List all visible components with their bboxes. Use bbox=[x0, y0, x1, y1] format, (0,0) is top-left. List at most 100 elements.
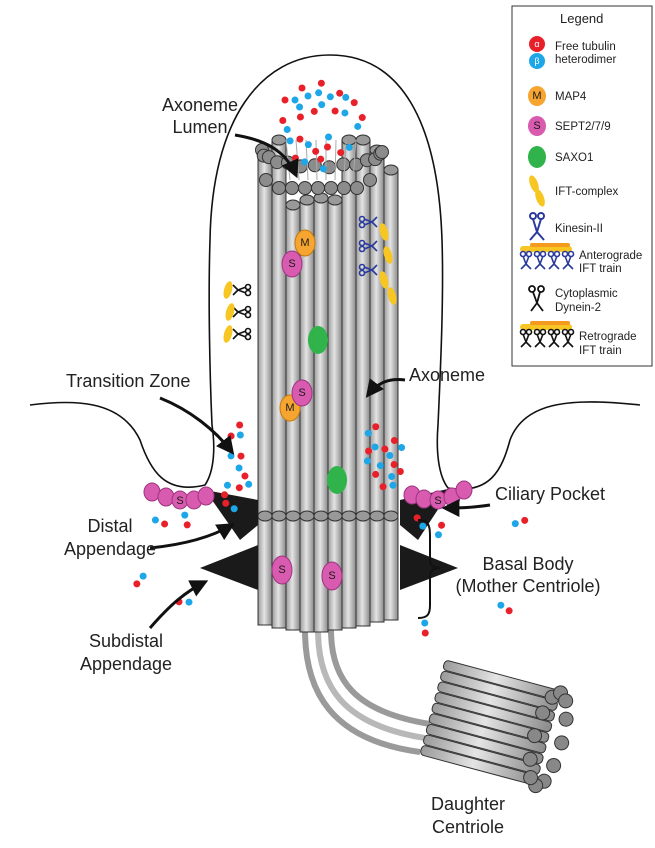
microtubule-end bbox=[300, 195, 314, 205]
alpha-tubulin bbox=[298, 85, 305, 92]
beta-tubulin bbox=[419, 523, 426, 530]
microtubule-end bbox=[384, 165, 398, 175]
legend-ift-complex: IFT-complex bbox=[555, 186, 619, 198]
beta-tubulin bbox=[301, 158, 308, 165]
saxo1-legend-icon bbox=[528, 146, 546, 168]
pocket-septin bbox=[158, 488, 174, 506]
motor-stalk bbox=[233, 307, 246, 317]
beta-tubulin bbox=[389, 482, 396, 489]
basal-body-tube-end bbox=[314, 511, 328, 521]
ift-particle bbox=[222, 324, 234, 343]
beta-tubulin bbox=[386, 452, 393, 459]
alpha-tubulin bbox=[236, 422, 243, 429]
alpha-tubulin bbox=[506, 607, 513, 614]
sept-legend-glyph: S bbox=[533, 120, 540, 132]
legend: Legend α β Free tubulin heterodimer M MA… bbox=[512, 6, 652, 366]
microtubule-end bbox=[356, 135, 370, 145]
beta-tubulin bbox=[497, 602, 504, 609]
axoneme-label: Axoneme bbox=[409, 365, 485, 385]
axoneme-top-doublet bbox=[312, 182, 325, 195]
alpha-tubulin bbox=[222, 500, 229, 507]
legend-anterograde: IFT train bbox=[579, 263, 622, 275]
beta-tubulin bbox=[327, 93, 334, 100]
beta-tubulin bbox=[185, 599, 192, 606]
beta-tubulin bbox=[372, 443, 379, 450]
distal-appendage-label: Distal bbox=[87, 516, 132, 536]
beta-tubulin bbox=[354, 123, 361, 130]
legend-title: Legend bbox=[560, 11, 603, 26]
ift-particle bbox=[224, 302, 236, 321]
pocket-septin-glyph: S bbox=[176, 495, 183, 507]
daughter-end bbox=[557, 711, 574, 728]
beta-tubulin bbox=[236, 464, 243, 471]
alpha-tubulin bbox=[133, 580, 140, 587]
basal-body-tube-end bbox=[258, 511, 272, 521]
beta-tubulin bbox=[292, 97, 299, 104]
beta-tubulin bbox=[140, 573, 147, 580]
subdistal-appendage-label: Appendage bbox=[80, 654, 172, 674]
legend-anterograde: Anterograde bbox=[579, 250, 642, 262]
beta-tubulin bbox=[231, 505, 238, 512]
motor-head bbox=[246, 285, 251, 290]
microtubule-end bbox=[272, 135, 286, 145]
microtubule-doublet bbox=[356, 140, 370, 626]
beta-tubulin bbox=[305, 92, 312, 99]
axoneme-top-doublet bbox=[337, 158, 350, 171]
basal-body-label: Basal Body bbox=[482, 554, 573, 574]
beta-tubulin bbox=[224, 482, 231, 489]
beta-tubulin bbox=[435, 531, 442, 538]
axoneme-lumen-label: Lumen bbox=[172, 117, 227, 137]
pocket-septin-glyph: S bbox=[434, 495, 441, 507]
alpha-tubulin bbox=[312, 148, 319, 155]
axoneme-top-doublet bbox=[364, 174, 377, 187]
legend-free-tubulin: Free tubulin bbox=[555, 41, 616, 53]
axoneme-top-doublet bbox=[351, 182, 364, 195]
pocket-septin bbox=[198, 487, 214, 505]
motor-head bbox=[246, 335, 251, 340]
alpha-tubulin bbox=[296, 136, 303, 143]
alpha-tubulin bbox=[311, 108, 318, 115]
alpha-tubulin bbox=[438, 522, 445, 529]
beta-tubulin bbox=[512, 520, 519, 527]
basal-body-tube-end bbox=[286, 511, 300, 521]
beta-tubulin bbox=[318, 101, 325, 108]
daughter-centriole-label: Centriole bbox=[432, 817, 504, 837]
alpha-tubulin bbox=[318, 80, 325, 87]
microtubule-doublet bbox=[272, 140, 286, 628]
distal-appendage-label: Appendage bbox=[64, 539, 156, 559]
alpha-tubulin bbox=[521, 517, 528, 524]
map4-marker-glyph: M bbox=[300, 237, 309, 249]
alpha-tubulin bbox=[337, 149, 344, 156]
alpha-tubulin bbox=[228, 433, 235, 440]
axoneme-top-doublet bbox=[273, 182, 286, 195]
ift-train-body bbox=[530, 321, 570, 325]
motor-stalk bbox=[233, 285, 246, 295]
basal-body-label: (Mother Centriole) bbox=[455, 576, 600, 596]
microtubule-doublet bbox=[258, 150, 272, 625]
beta-tubulin bbox=[364, 457, 371, 464]
alpha-tubulin bbox=[282, 97, 289, 104]
motor-head bbox=[246, 313, 251, 318]
motor-head bbox=[246, 291, 251, 296]
alpha-tubulin bbox=[161, 520, 168, 527]
microtubule-doublet bbox=[342, 140, 356, 628]
legend-dynein: Dynein-2 bbox=[555, 302, 601, 314]
beta-tubulin bbox=[421, 620, 428, 627]
sept-marker-glyph: S bbox=[328, 570, 335, 582]
beta-tubulin bbox=[346, 144, 353, 151]
basal-body-tube-end bbox=[300, 511, 314, 521]
basal-body-tube-end bbox=[342, 511, 356, 521]
daughter-end bbox=[545, 757, 562, 774]
beta-tubulin bbox=[152, 517, 159, 524]
basal-body-tube-end bbox=[328, 511, 342, 521]
daughter-centriole bbox=[418, 655, 583, 798]
beta-tubulin bbox=[296, 104, 303, 111]
transition-zone-label: Transition Zone bbox=[66, 371, 190, 391]
beta-tubulin bbox=[377, 462, 384, 469]
alpha-tubulin bbox=[236, 484, 243, 491]
subdistal-appendage-label: Subdistal bbox=[89, 631, 163, 651]
alpha-tubulin bbox=[292, 155, 299, 162]
beta-tubulin bbox=[287, 137, 294, 144]
pocket-septin bbox=[456, 481, 472, 499]
alpha-tubulin bbox=[221, 491, 228, 498]
